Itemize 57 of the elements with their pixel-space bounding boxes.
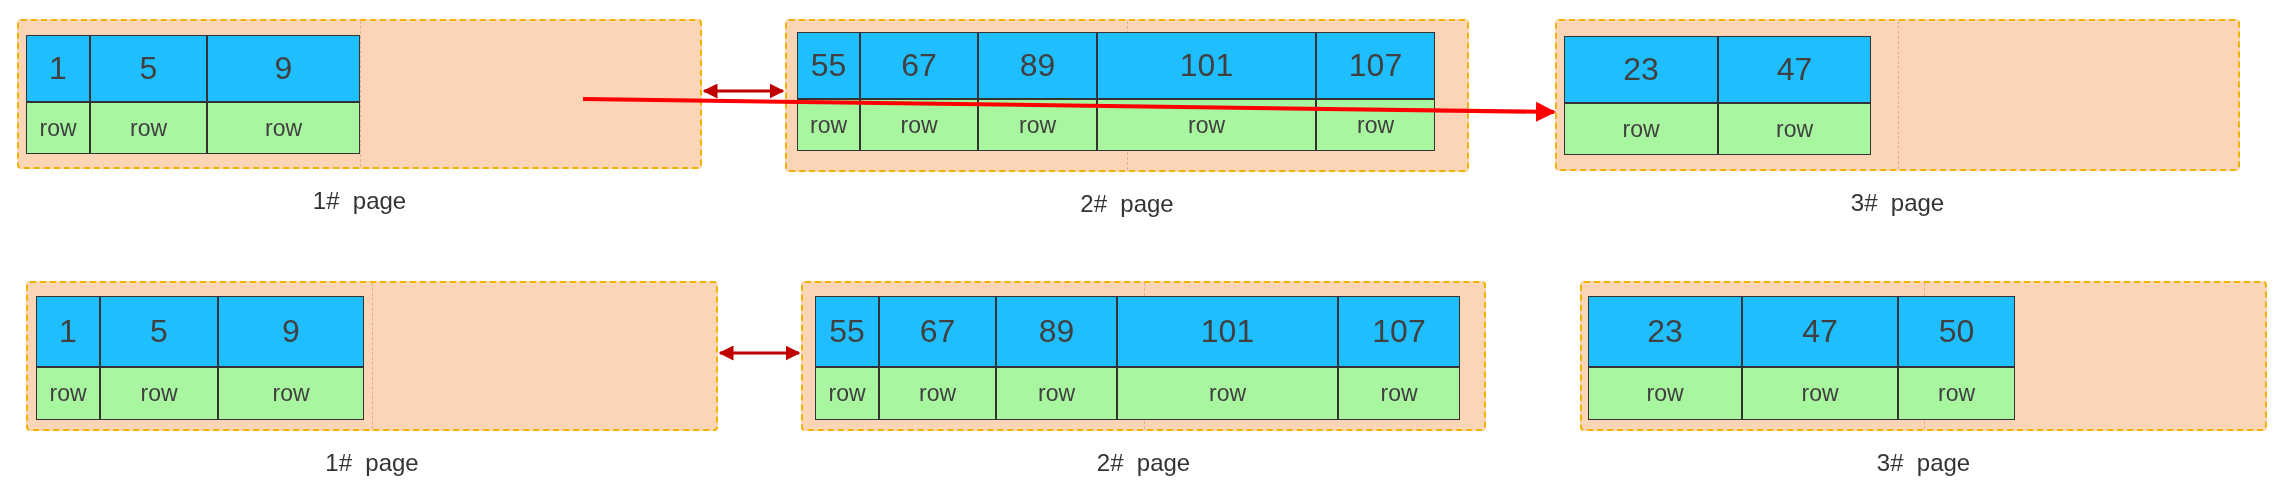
row-cell: row [978, 99, 1097, 151]
double-arrow [718, 345, 801, 361]
row-cell: row [218, 367, 364, 420]
key-cell: 23 [1564, 36, 1718, 103]
row-cell: row [26, 102, 90, 154]
page-box [801, 281, 1486, 431]
key-cell: 9 [207, 35, 360, 102]
key-cell: 107 [1316, 32, 1435, 99]
key-cell: 1 [36, 296, 100, 367]
key-cell: 89 [996, 296, 1117, 367]
row-cell: row [90, 102, 207, 154]
row-cell: row [1718, 103, 1871, 155]
key-cell: 107 [1338, 296, 1460, 367]
key-cell: 9 [218, 296, 364, 367]
key-cell: 67 [860, 32, 978, 99]
row-cell: row [1898, 367, 2015, 420]
row-cell: row [1742, 367, 1898, 420]
row-cell: row [1097, 99, 1316, 151]
row-cell: row [100, 367, 218, 420]
row-cell: row [36, 367, 100, 420]
key-cell: 101 [1117, 296, 1338, 367]
key-cell: 50 [1898, 296, 2015, 367]
row-cell: row [1117, 367, 1338, 420]
key-cell: 101 [1097, 32, 1316, 99]
key-cell: 47 [1742, 296, 1898, 367]
row-cell: row [207, 102, 360, 154]
key-cell: 5 [100, 296, 218, 367]
page-caption: 3# page [1849, 189, 1946, 217]
row-cell: row [996, 367, 1117, 420]
arrow [582, 97, 1556, 122]
key-cell: 1 [26, 35, 90, 102]
row-cell: row [1564, 103, 1718, 155]
row-cell: row [1316, 99, 1435, 151]
key-cell: 23 [1588, 296, 1742, 367]
row-cell: row [879, 367, 996, 420]
key-cell: 55 [797, 32, 860, 99]
page-caption: 3# page [1875, 449, 1972, 477]
key-cell: 47 [1718, 36, 1871, 103]
key-cell: 5 [90, 35, 207, 102]
row-cell: row [1338, 367, 1460, 420]
page-box [17, 19, 702, 169]
page-box [785, 19, 1469, 172]
page-caption: 1# page [311, 187, 408, 215]
key-cell: 89 [978, 32, 1097, 99]
key-cell: 67 [879, 296, 996, 367]
page-box [1580, 281, 2267, 431]
row-cell: row [815, 367, 879, 420]
row-cell: row [797, 99, 860, 151]
page-caption: 1# page [324, 449, 420, 477]
page-caption: 2# page [1095, 449, 1192, 477]
page-caption: 2# page [1079, 190, 1175, 218]
key-cell: 55 [815, 296, 879, 367]
row-cell: row [860, 99, 978, 151]
page-box [1555, 19, 2240, 171]
double-arrow [702, 83, 785, 99]
page-box [26, 281, 718, 431]
row-cell: row [1588, 367, 1742, 420]
